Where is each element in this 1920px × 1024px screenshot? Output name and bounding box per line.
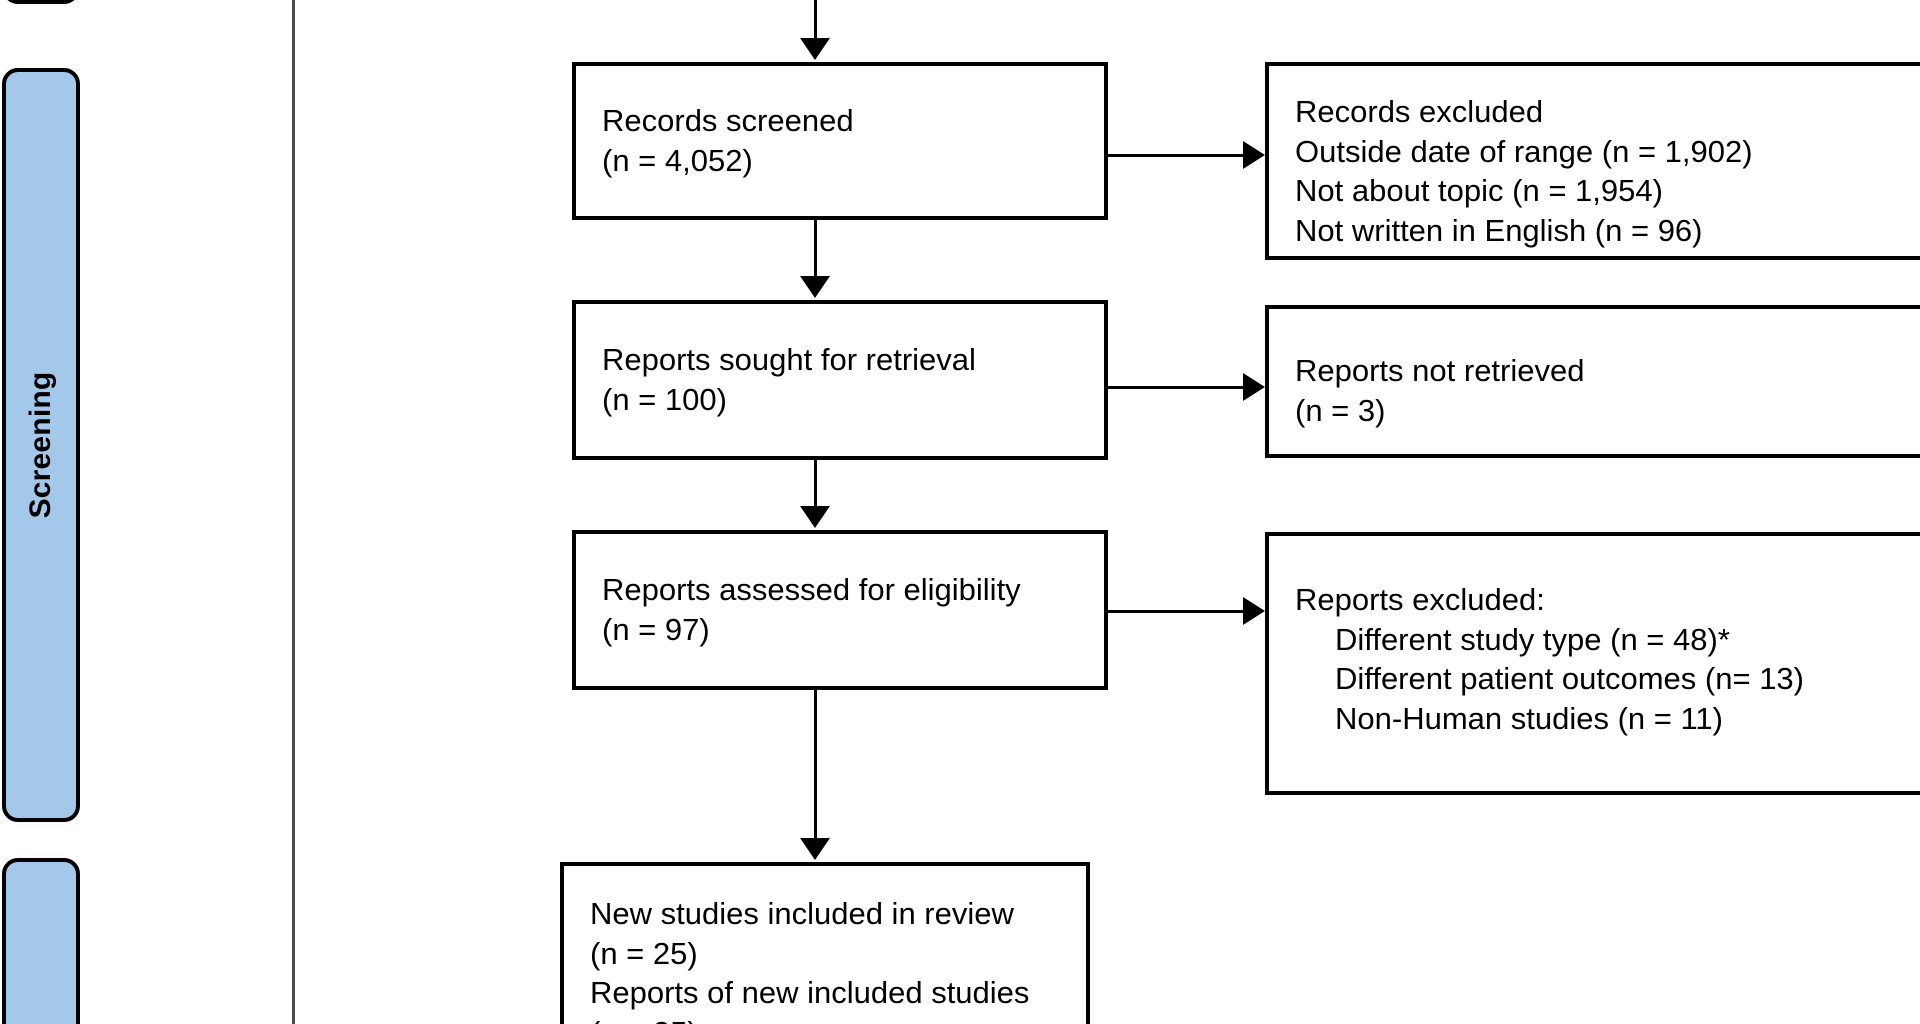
box-line: Reports of new included studies (590, 975, 1030, 1011)
arrowhead-into-reports-excluded (1243, 597, 1265, 625)
box-line: (n = 4,052) (602, 143, 753, 178)
box-line: Non-Human studies (n = 11) (1335, 701, 1723, 737)
box-reports-assessed: Reports assessed for eligibility (n = 97… (572, 530, 1108, 690)
connector-sought-to-not-retrieved (1108, 386, 1245, 389)
box-new-studies-included: New studies included in review (n = 25) … (560, 862, 1090, 1024)
box-line: Reports sought for retrieval (602, 342, 976, 378)
box-line: (n = 100) (602, 382, 727, 417)
box-line: (n = 25) (590, 935, 698, 971)
box-line: Different patient outcomes (n= 13) (1335, 661, 1804, 697)
connector-identification-to-screened (814, 0, 817, 42)
box-line: Reports assessed for eligibility (602, 572, 1021, 608)
box-line: Not about topic (n = 1,954) (1295, 173, 1663, 209)
stage-bar-identification-partial (2, 0, 80, 4)
box-line: Records screened (602, 103, 854, 139)
stage-label-screening: Screening (24, 371, 57, 519)
box-reports-excluded: Reports excluded: Different study type (… (1265, 532, 1920, 795)
box-reports-not-retrieved: Reports not retrieved (n = 3) (1265, 305, 1920, 458)
box-records-excluded: Records excluded Outside date of range (… (1265, 62, 1920, 260)
box-line: New studies included in review (590, 896, 1014, 931)
stage-bar-screening: Screening (2, 68, 80, 822)
box-reports-sought: Reports sought for retrieval (n = 100) (572, 300, 1108, 460)
box-records-screened: Records screened (n = 4,052) (572, 62, 1108, 220)
arrowhead-into-records-screened (800, 38, 830, 60)
connector-screened-to-sought (814, 220, 817, 278)
connector-assessed-to-included (814, 690, 817, 842)
arrowhead-into-new-studies-included (800, 838, 830, 860)
box-line: (n = 25) (590, 1013, 1060, 1024)
box-line: (n = 3) (1295, 392, 1386, 428)
box-heading: Reports not retrieved (1295, 353, 1585, 388)
box-heading: Records excluded (1295, 94, 1544, 129)
box-line: Outside date of range (n = 1,902) (1295, 133, 1753, 169)
arrowhead-into-records-excluded (1243, 141, 1265, 169)
box-heading: Reports excluded: (1295, 582, 1545, 617)
arrowhead-into-reports-assessed (800, 506, 830, 528)
connector-screened-to-excluded (1108, 154, 1245, 157)
box-line: Different study type (n = 48)* (1335, 621, 1730, 657)
connector-sought-to-assessed (814, 460, 817, 518)
box-line: Not written in English (n = 96) (1295, 213, 1703, 249)
connector-assessed-to-reports-excluded (1108, 610, 1245, 613)
arrowhead-into-reports-not-retrieved (1243, 373, 1265, 401)
stage-bar-included-partial (2, 858, 80, 1024)
arrowhead-into-reports-sought (800, 276, 830, 298)
stage-column-divider (292, 0, 295, 1024)
box-line: (n = 97) (602, 612, 710, 647)
